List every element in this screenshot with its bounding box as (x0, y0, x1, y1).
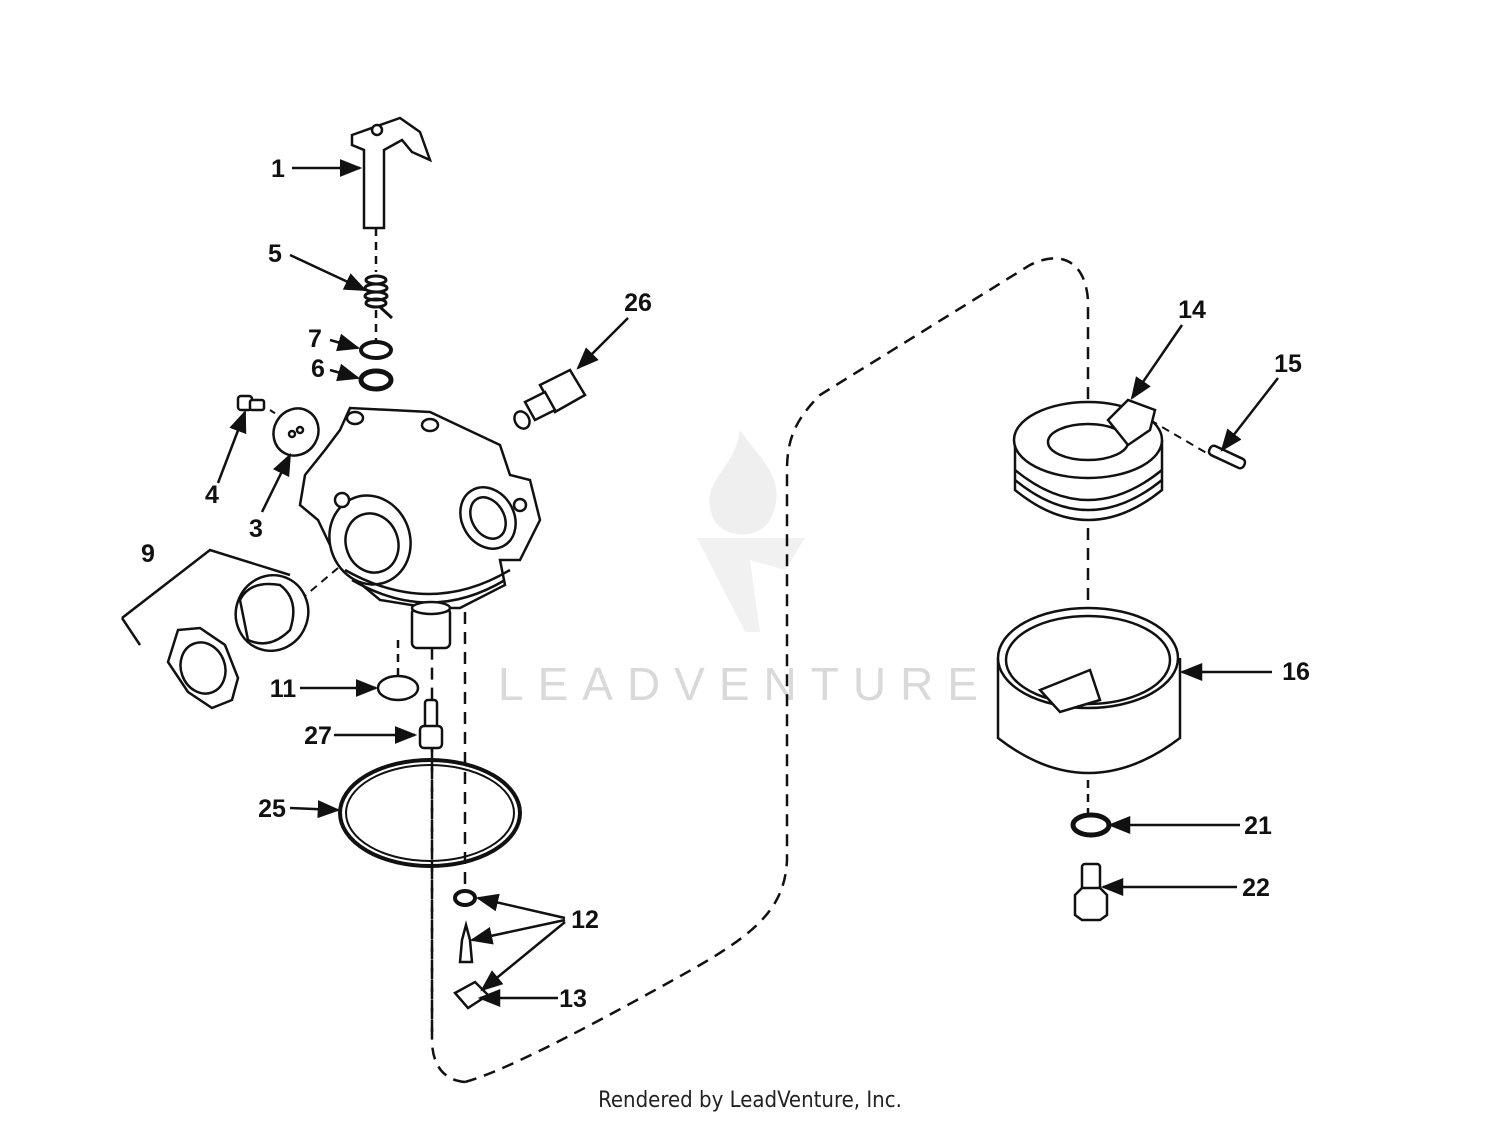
primer-bulb-part (166, 573, 310, 710)
callout-25: 25 (258, 795, 286, 823)
washer-part-7 (359, 340, 393, 360)
callout-11: 11 (270, 675, 297, 703)
callout-3: 3 (249, 515, 263, 543)
callout-21: 21 (1244, 812, 1272, 840)
callout-7: 7 (308, 325, 322, 353)
float-part (1012, 398, 1164, 522)
callout-14: 14 (1178, 296, 1206, 324)
assembly-path-dashed (430, 257, 1090, 1084)
needle-part (458, 920, 474, 964)
throttle-plate-part (272, 407, 320, 457)
callout-22: 22 (1242, 874, 1270, 902)
washer-part-6 (358, 368, 394, 392)
pin-part (418, 698, 444, 750)
callout-16: 16 (1282, 658, 1310, 686)
callout-1: 1 (271, 155, 285, 183)
disc-part (376, 674, 420, 702)
bowl-washer-part (1070, 812, 1112, 838)
o-ring-part (338, 758, 522, 868)
watermark-text: LEADVENTURE (498, 658, 992, 710)
needle-washer-part (453, 889, 477, 907)
float-bowl-part (996, 606, 1182, 775)
watermark-logo (697, 430, 805, 632)
callout-6: 6 (311, 355, 325, 383)
callout-5: 5 (268, 240, 282, 268)
callout-4: 4 (205, 481, 219, 509)
callout-12: 12 (571, 906, 599, 934)
spring-part (363, 274, 394, 320)
callout-27: 27 (304, 722, 332, 750)
clip-part (453, 980, 490, 1010)
throttle-shaft-part (350, 116, 433, 230)
fitting-part (513, 368, 587, 430)
footer-credit: Rendered by LeadVenture, Inc. (598, 1088, 902, 1113)
part-9-bracket (120, 548, 291, 646)
callout-15: 15 (1274, 350, 1302, 378)
carburetor-body-part (298, 406, 542, 650)
float-pin-part (1207, 444, 1247, 470)
callout-9: 9 (141, 540, 155, 568)
screw-part (236, 394, 266, 412)
bowl-screw-part (1073, 862, 1109, 922)
callout-26: 26 (624, 289, 652, 317)
leader-lines (216, 159, 1279, 1007)
callout-13: 13 (559, 985, 587, 1013)
